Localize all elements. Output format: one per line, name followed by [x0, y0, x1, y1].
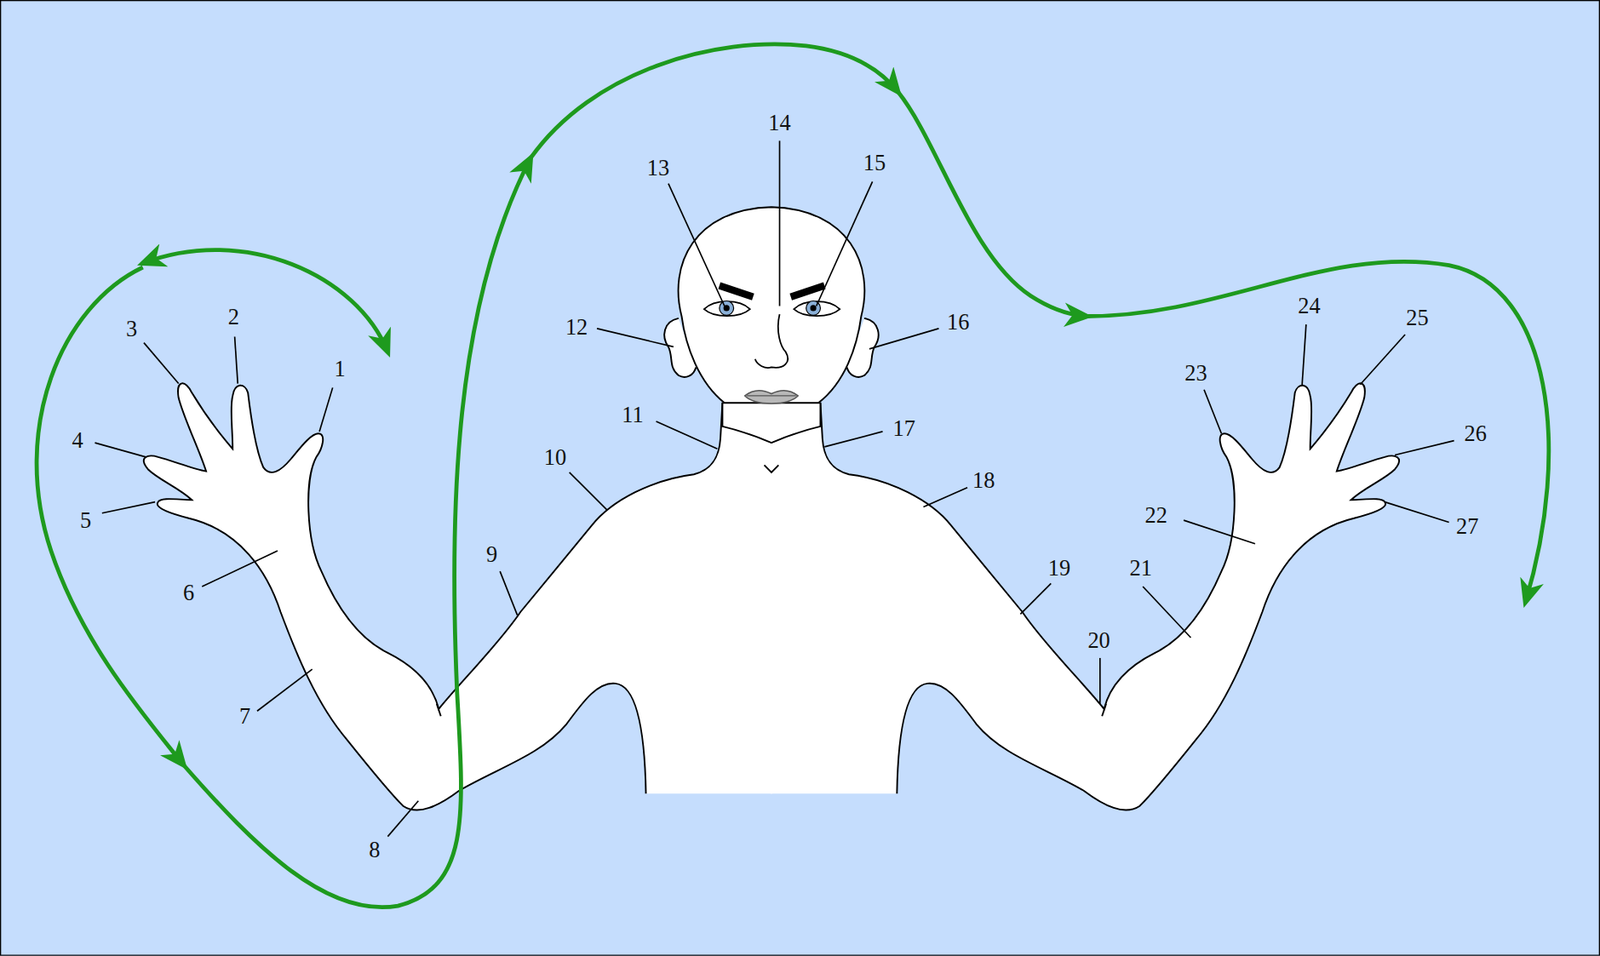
callout-number: 8: [368, 838, 380, 861]
callout-number: 18: [972, 469, 995, 492]
callout-number: 16: [946, 310, 970, 333]
leader-lines: [94, 140, 1454, 837]
callout-number: 17: [893, 417, 916, 440]
callout-number: 21: [1129, 556, 1153, 580]
callout-number: 15: [863, 152, 886, 175]
callout-number: 7: [239, 705, 251, 728]
callout-number: 22: [1145, 504, 1168, 527]
callout-number: 27: [1456, 515, 1479, 538]
callout-number: 23: [1184, 361, 1207, 385]
callout-number: 14: [768, 112, 791, 135]
callout-number: 2: [228, 306, 240, 329]
callout-number: 26: [1464, 422, 1487, 445]
callout-number: 10: [544, 447, 567, 470]
callout-number: 11: [621, 404, 643, 427]
callout-number: 9: [486, 544, 498, 567]
callout-number: 6: [183, 581, 195, 604]
callout-number: 19: [1048, 556, 1071, 580]
callout-number: 4: [71, 430, 83, 453]
callout-number: 25: [1405, 307, 1428, 330]
callout-number: 1: [333, 358, 345, 381]
callout-number: 13: [647, 157, 670, 180]
callout-number: 24: [1297, 294, 1320, 317]
callout-number: 20: [1087, 629, 1110, 652]
callout-number: 5: [80, 509, 92, 532]
callout-number: 12: [565, 315, 588, 339]
callout-number: 3: [126, 318, 138, 341]
